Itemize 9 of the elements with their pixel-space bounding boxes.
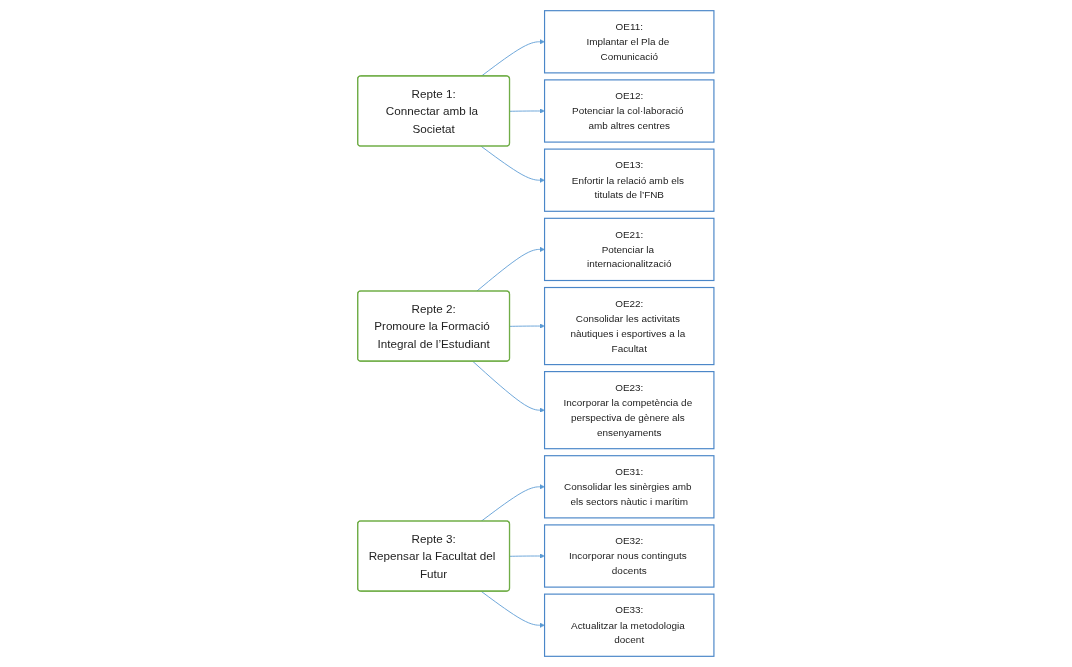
node-box: OE13: Enfortir la relació amb els titulats de l’FNB (544, 148, 715, 212)
node-box: OE21: Potenciar la internacionalització (544, 217, 715, 282)
node-box: OE23: Incorporar la competència de perspectiva de gènere als ensenyaments (544, 371, 715, 450)
node-box: OE22: Consolidar les activitats nàutiques i esportives a la Facultat (544, 286, 715, 366)
node-box: OE32: Incorporar nous continguts docents (544, 524, 715, 588)
node-box: OE11: Implantar el Pla de Comunicació (544, 10, 715, 74)
node-box: OE31: Consolidar les sinèrgies amb els sectors nàutic i marítim (544, 455, 715, 519)
node-box: OE33: Actualitzar la metodologia docent (544, 593, 715, 657)
node-box: OE12: Potenciar la col·laboració amb altres centres (544, 79, 715, 143)
